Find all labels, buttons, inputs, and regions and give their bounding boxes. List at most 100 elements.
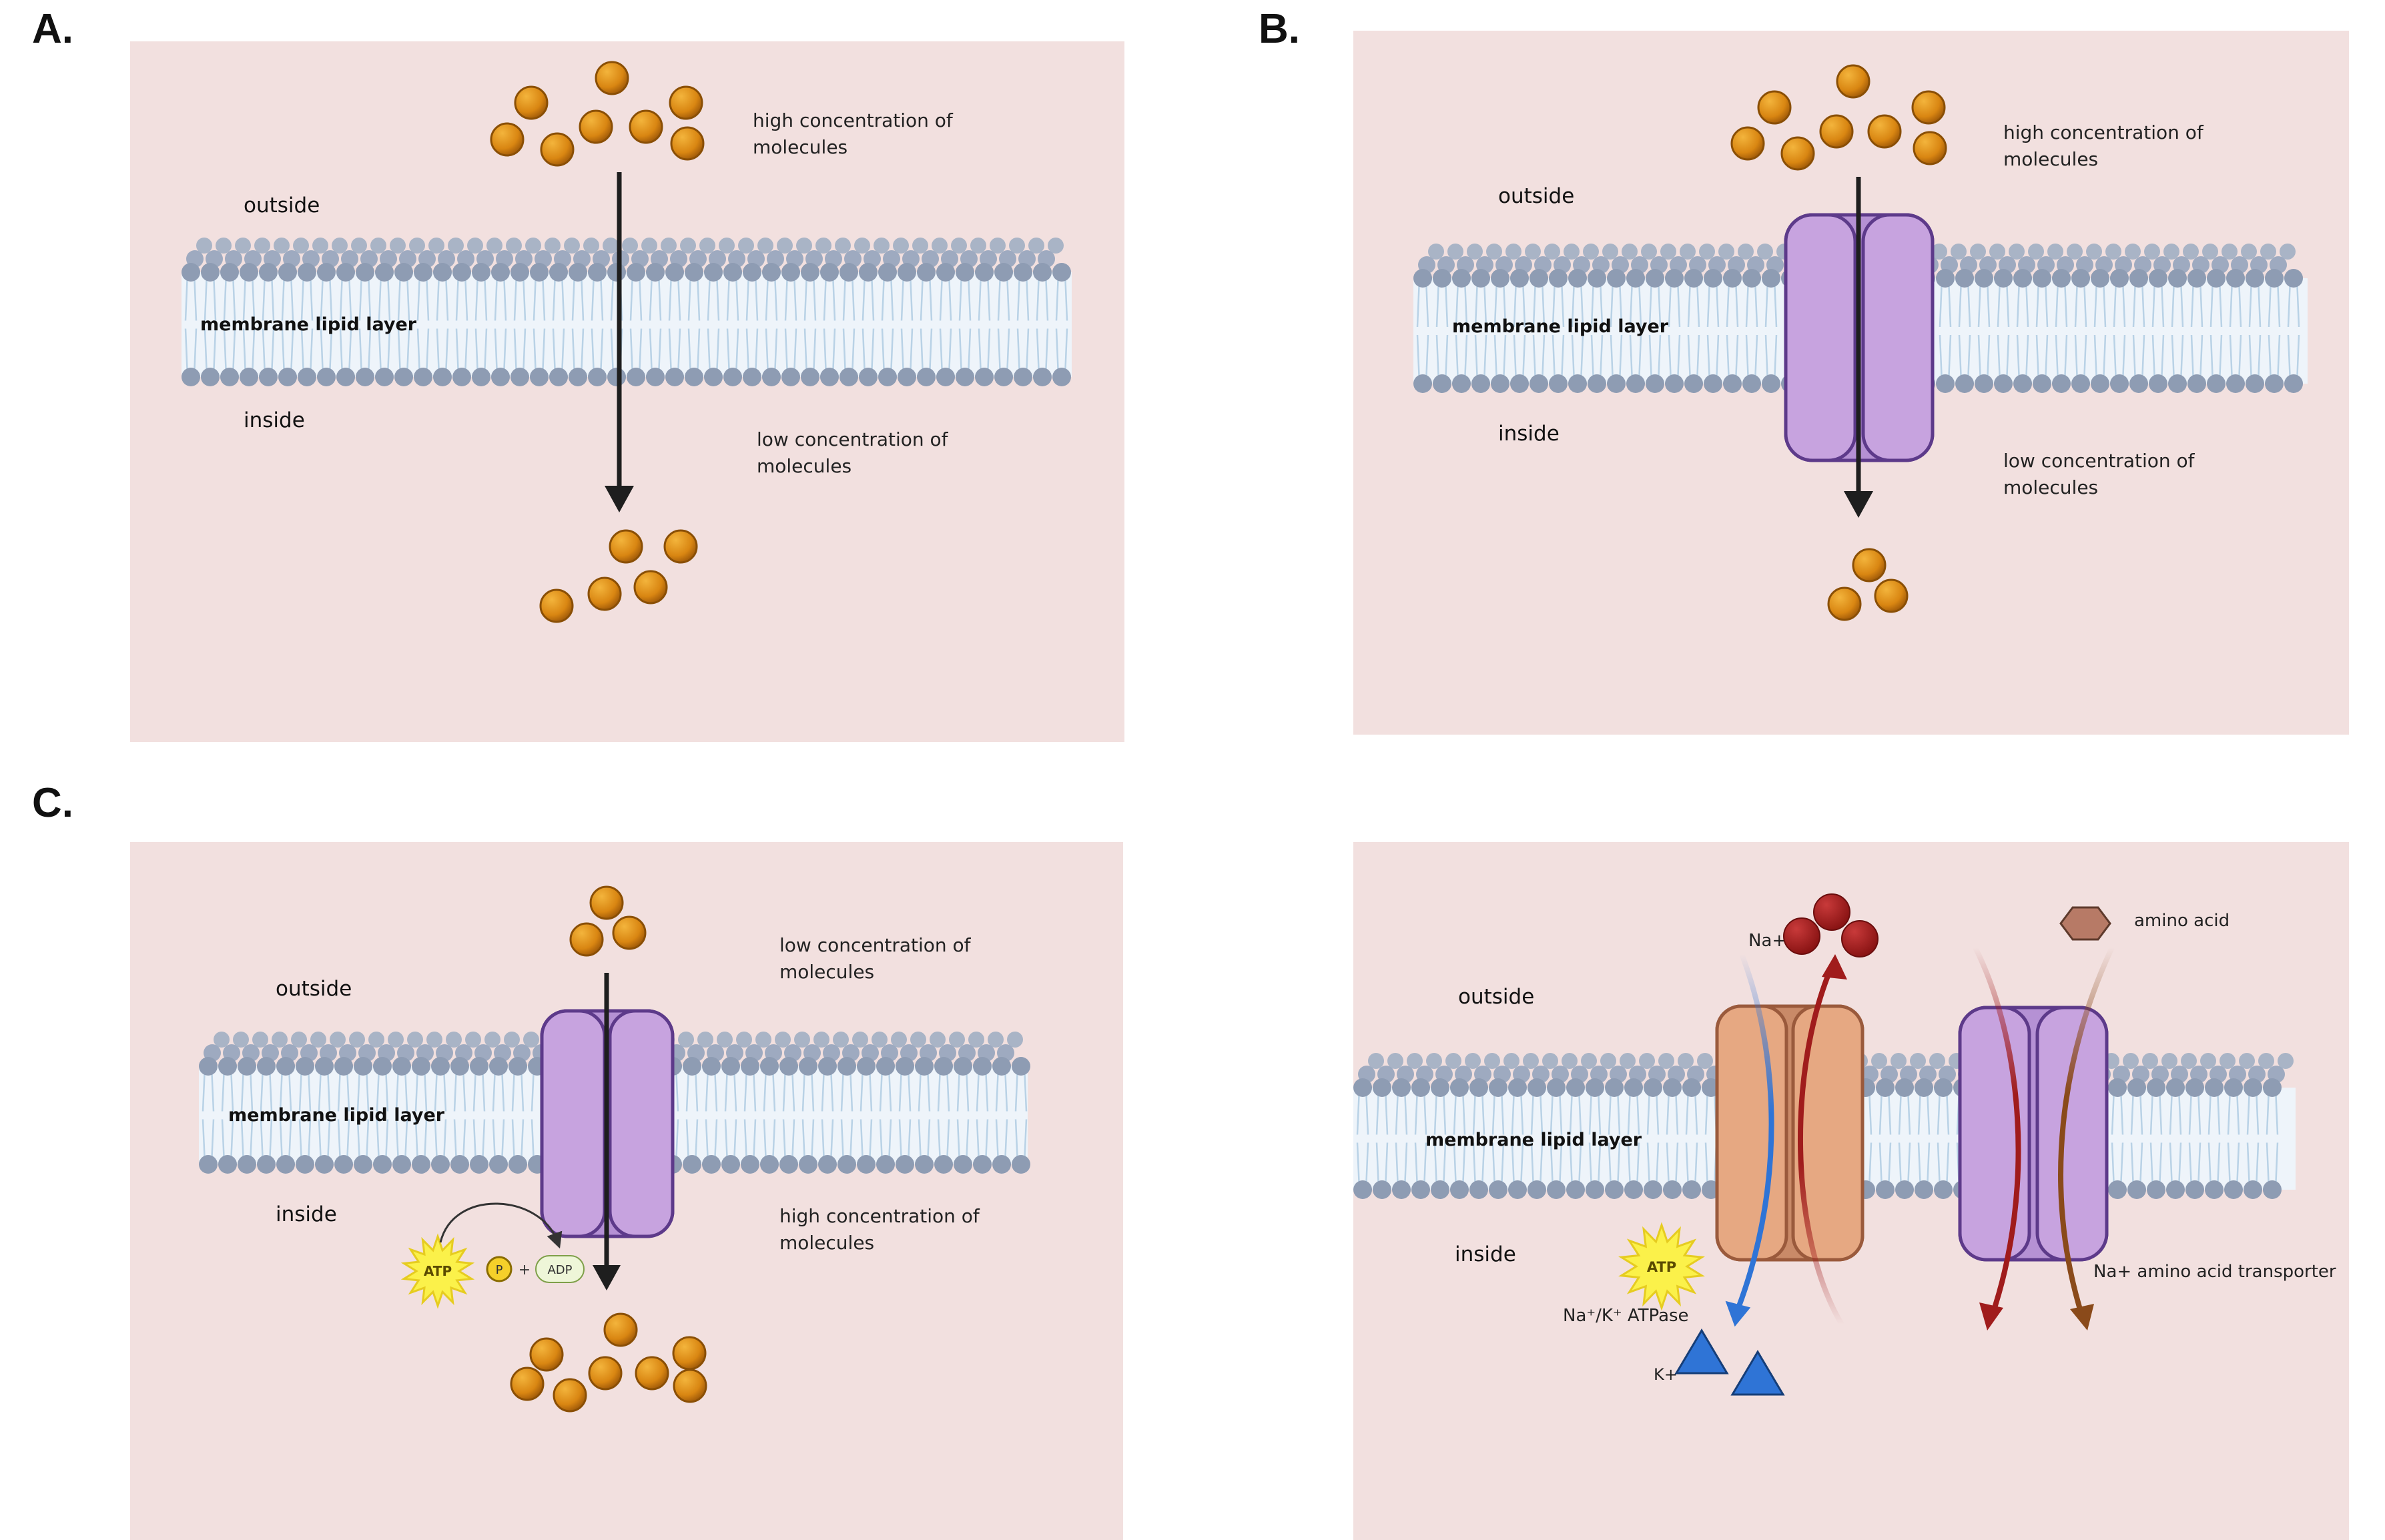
lipid-head-back	[1505, 244, 1521, 260]
lipid-head	[354, 1057, 372, 1076]
lipid-head	[917, 263, 936, 282]
lipid-head	[1549, 269, 1568, 288]
lipid-head-back	[757, 238, 773, 254]
lipid-head-back	[738, 238, 754, 254]
lipid-head	[2226, 374, 2245, 393]
lipid-head-back	[486, 238, 502, 254]
lipid-head	[954, 1057, 972, 1076]
lipid-head	[1588, 269, 1606, 288]
lipid-head-back	[233, 1032, 249, 1048]
lipid-head	[1392, 1078, 1411, 1097]
lipid-head	[1684, 374, 1703, 393]
lipid-head-back	[1564, 244, 1580, 260]
lipid-head	[741, 1155, 759, 1174]
panel-b-bottom-label-line2: molecules	[2003, 476, 2098, 498]
lipid-head-back	[2161, 1053, 2177, 1069]
lipid-head-back	[968, 1032, 984, 1048]
lipid-head	[2091, 269, 2109, 288]
lipid-head	[781, 368, 800, 386]
lipid-head	[2205, 1180, 2224, 1199]
lipid-head-back	[951, 238, 967, 254]
lipid-head	[896, 1057, 914, 1076]
lipid-head	[1955, 269, 1974, 288]
lipid-head-back	[1891, 1053, 1907, 1069]
lipid-head	[975, 368, 994, 386]
lipid-head-back	[815, 238, 831, 254]
lipid-head	[336, 263, 355, 282]
lipid-head	[510, 263, 529, 282]
panel-a-bottom-label-line2: molecules	[757, 455, 851, 477]
panel-b-top-label-line1: high concentration of	[2003, 121, 2204, 143]
lipid-head-back	[1660, 244, 1676, 260]
lipid-head	[760, 1057, 779, 1076]
lipid-head	[2127, 1180, 2146, 1199]
lipid-head-back	[777, 238, 793, 254]
lipid-head	[2246, 269, 2264, 288]
lipid-head-back	[2123, 1053, 2139, 1069]
panel-d-atp-burst: ATP	[1618, 1222, 1705, 1311]
lipid-head	[373, 1155, 392, 1174]
panel-c-phosphate-text: P	[496, 1263, 503, 1277]
solute-molecule	[553, 1378, 587, 1413]
solute-molecule	[673, 1369, 707, 1403]
lipid-head	[452, 263, 471, 282]
lipid-head	[1469, 1180, 1488, 1199]
lipid-head	[2168, 269, 2187, 288]
lipid-head	[1012, 1155, 1030, 1174]
solute-molecule	[595, 61, 629, 95]
lipid-head	[1510, 374, 1529, 393]
solute-molecule	[1819, 114, 1854, 149]
lipid-head-back	[717, 1032, 733, 1048]
lipid-head	[508, 1057, 527, 1076]
panel-d-sodium-in-arrow	[1973, 946, 2021, 1317]
panel-d-atpase-pump	[1715, 1004, 1864, 1262]
panel-d-cotransporter	[1958, 1006, 2109, 1262]
lipid-head	[743, 368, 761, 386]
lipid-head	[1413, 374, 1432, 393]
lipid-head	[276, 1155, 295, 1174]
solute-molecule	[1730, 126, 1765, 161]
lipid-head-back	[1467, 244, 1483, 260]
lipid-head-back	[699, 238, 715, 254]
panel-a-molecules	[490, 61, 705, 623]
lipid-head-back	[1368, 1053, 1384, 1069]
lipid-head-back	[252, 1032, 268, 1048]
panel-d-transporter-label: Na+ amino acid transporter	[2093, 1262, 2336, 1282]
lipid-head	[1588, 374, 1606, 393]
lipid-head-back	[1697, 1053, 1713, 1069]
lipid-head-back	[622, 238, 638, 254]
lipid-head	[278, 263, 297, 282]
lipid-head	[1915, 1180, 1933, 1199]
lipid-head-back	[2222, 244, 2238, 260]
lipid-head-back	[1620, 1053, 1636, 1069]
lipid-head-back	[1407, 1053, 1423, 1069]
panel-d-outside-label: outside	[1458, 985, 1534, 1009]
lipid-head-back	[872, 1032, 888, 1048]
solute-molecule	[669, 85, 703, 120]
lipid-head	[1936, 269, 1955, 288]
lipid-head	[1704, 374, 1722, 393]
panel-c-molecules	[510, 885, 707, 1413]
lipid-head-back	[755, 1032, 771, 1048]
lipid-head	[2108, 1078, 2127, 1097]
lipid-head	[392, 1057, 411, 1076]
lipid-head-back	[1639, 1053, 1655, 1069]
lipid-head-back	[196, 238, 212, 254]
lipid-head-back	[2258, 1053, 2274, 1069]
lipid-head-back	[970, 238, 986, 254]
panel-a-inside-label: inside	[244, 408, 305, 432]
lipid-head	[489, 1057, 508, 1076]
lipid-head	[199, 1057, 218, 1076]
lipid-head-back	[2144, 244, 2160, 260]
lipid-head-back	[2241, 244, 2257, 260]
lipid-head	[896, 1155, 914, 1174]
lipid-head	[1762, 374, 1780, 393]
lipid-head	[218, 1057, 237, 1076]
lipid-head	[431, 1155, 450, 1174]
panel-a-letter: A.	[32, 6, 73, 52]
lipid-head	[934, 1155, 953, 1174]
lipid-head-back	[1951, 244, 1967, 260]
lipid-head	[1353, 1078, 1372, 1097]
solute-molecule	[587, 576, 622, 611]
